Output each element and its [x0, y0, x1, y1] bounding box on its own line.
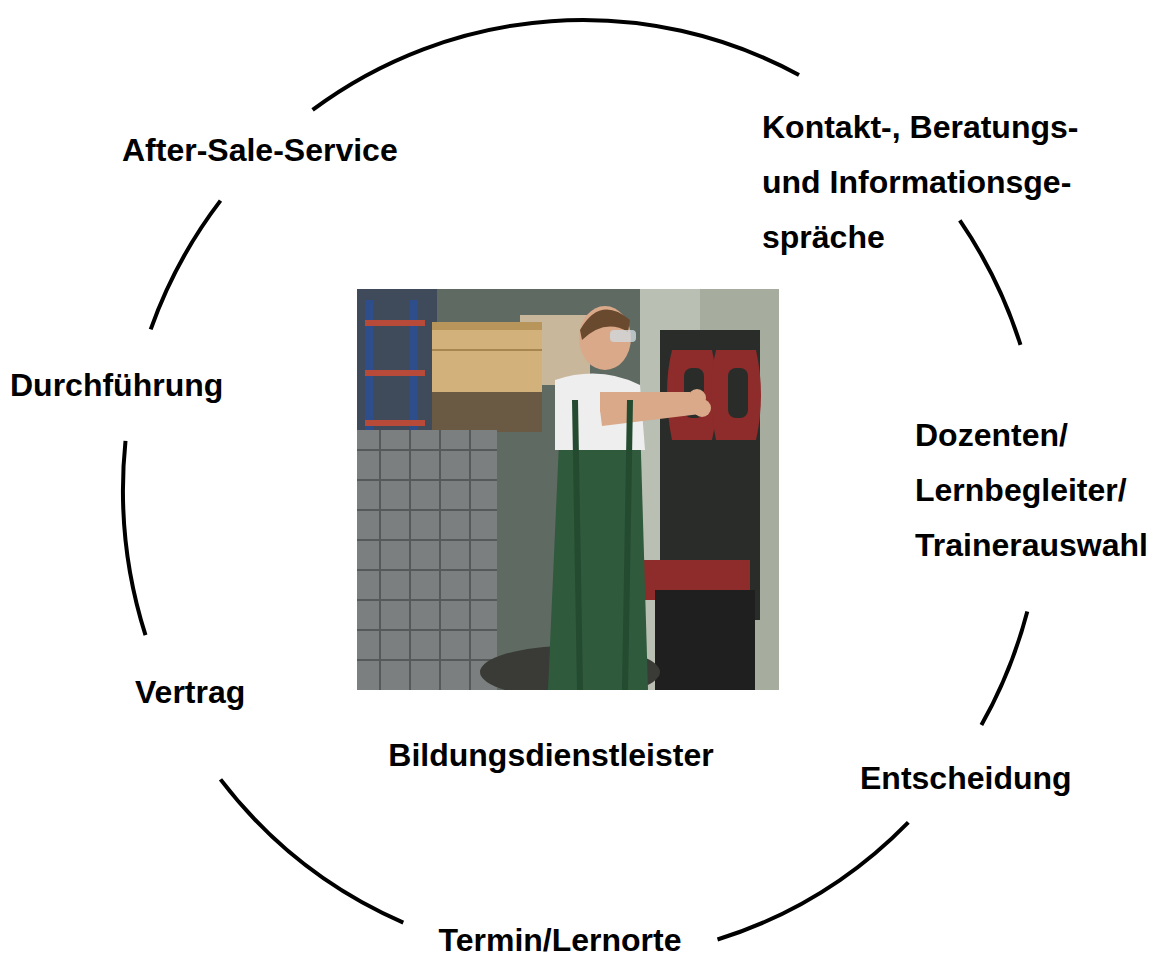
center-title: Bildungsdienstleister [388, 736, 713, 774]
stage-label: Entscheidung [860, 759, 1072, 797]
cycle-arcs [123, 20, 1027, 940]
cycle-arc [151, 201, 221, 330]
cycle-arc [123, 441, 146, 635]
workshop-photo [357, 289, 779, 698]
stage-label: Termin/Lernorte [439, 921, 682, 959]
stage-label: Dozenten/ Lernbegleiter/ Trainerauswahl [915, 408, 1160, 573]
stage-label: Kontakt-, Beratungs- und Informationsge-… [762, 100, 1107, 265]
cycle-arc [960, 220, 1021, 344]
cycle-arc [313, 20, 799, 110]
stage-label: Vertrag [135, 673, 245, 711]
cycle-arc [718, 822, 909, 939]
stage-label: After-Sale-Service [122, 131, 398, 169]
cycle-arc [221, 779, 404, 922]
cycle-arc [981, 612, 1027, 725]
stage-label: Durchführung [10, 366, 223, 404]
